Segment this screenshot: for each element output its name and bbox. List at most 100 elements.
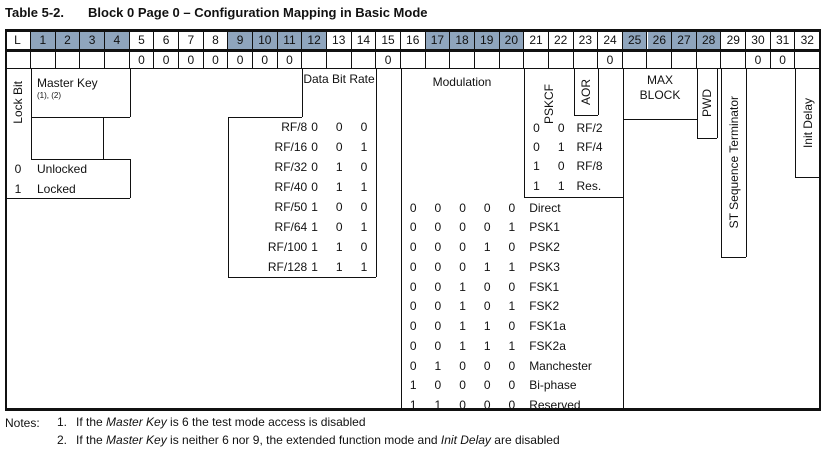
data-bit-rate-bit: 0 xyxy=(335,140,343,154)
modulation-bit: 0 xyxy=(508,378,516,393)
data-bit-rate-bit: 1 xyxy=(360,260,368,274)
data-bit-rate-bit: 1 xyxy=(311,220,318,234)
value-cell-bit-22 xyxy=(549,51,574,68)
pskcf-row-label: RF/4 xyxy=(576,140,603,155)
modulation-bit: 0 xyxy=(459,200,466,215)
data-bit-rate-row-label: RF/16 xyxy=(274,140,308,154)
header-cell-bit-13: 13 xyxy=(327,31,352,49)
value-cell-bit-18 xyxy=(450,51,475,68)
modulation-bit: 1 xyxy=(434,398,442,412)
data-bit-rate-row-label: RF/64 xyxy=(274,220,308,234)
header-cell-bit-1: 1 xyxy=(31,31,56,49)
value-cell-bit-32 xyxy=(795,51,821,68)
modulation-bit: 0 xyxy=(508,200,516,215)
grid-line xyxy=(721,68,723,257)
modulation-bit: 1 xyxy=(459,279,466,294)
header-cell-bit-19: 19 xyxy=(474,31,500,49)
value-cell-bit-28 xyxy=(697,51,722,68)
modulation-bit: 0 xyxy=(409,338,417,353)
pskcf-row-label: Res. xyxy=(576,178,602,193)
value-cell-bit-26 xyxy=(648,51,673,68)
value-cell-bit-30: 0 xyxy=(746,51,771,68)
header-cell-bit-7: 7 xyxy=(179,31,204,49)
grid-line xyxy=(228,117,303,118)
value-cell-lock xyxy=(5,51,31,68)
value-cell-bit-1 xyxy=(31,51,56,68)
data-bit-rate-bit: 0 xyxy=(311,140,318,154)
value-cell-bit-23 xyxy=(574,51,599,68)
header-cell-bit-21: 21 xyxy=(524,31,549,49)
note-number: 2. xyxy=(57,433,68,447)
note-text: Master Key xyxy=(106,415,167,429)
note-item-2: 2.If the Master Key is neither 6 nor 9, … xyxy=(57,432,560,448)
pskcf-bit: 1 xyxy=(533,159,540,174)
pskcf-bit: 0 xyxy=(533,140,540,155)
value-cell-bit-5: 0 xyxy=(130,51,155,68)
header-cell-bit-3: 3 xyxy=(80,31,105,49)
modulation-row-label: Bi-phase xyxy=(529,378,577,393)
modulation-bit: 0 xyxy=(508,279,516,294)
grid-line xyxy=(31,159,130,160)
grid-line xyxy=(696,68,698,138)
grid-line xyxy=(696,138,717,139)
modulation-bit: 0 xyxy=(434,338,442,353)
modulation-bit: 1 xyxy=(459,319,466,333)
value-cell-bit-10: 0 xyxy=(253,51,278,68)
header-cell-bit-9: 9 xyxy=(228,31,253,49)
note-text: Master Key xyxy=(106,433,167,447)
pskcf-row-label: RF/2 xyxy=(576,121,603,135)
grid-line xyxy=(5,198,130,199)
lock-legend-value: 1 xyxy=(14,181,22,196)
modulation-bit: 0 xyxy=(483,279,491,294)
header-cell-bit-11: 11 xyxy=(277,31,303,49)
modulation-row-label: Direct xyxy=(529,200,561,215)
header-cell-bit-25: 25 xyxy=(622,31,648,49)
data-bit-rate-label: Data Bit Rate xyxy=(303,72,375,86)
grid-line xyxy=(717,68,718,138)
grid-line xyxy=(31,68,32,159)
header-cell-lock: L xyxy=(5,31,31,49)
value-cell-bit-4 xyxy=(105,51,130,68)
modulation-bit: 1 xyxy=(508,259,516,274)
table-title: Block 0 Page 0 – Configuration Mapping i… xyxy=(88,5,428,20)
modulation-bit: 0 xyxy=(459,358,466,373)
data-bit-rate-bit: 1 xyxy=(335,160,343,174)
modulation-bit: 0 xyxy=(508,319,516,333)
value-cell-bit-16 xyxy=(401,51,426,68)
data-bit-rate-bit: 1 xyxy=(311,260,318,274)
data-bit-rate-bit: 0 xyxy=(335,220,343,234)
header-cell-bit-10: 10 xyxy=(252,31,278,49)
modulation-bit: 0 xyxy=(434,319,442,333)
data-bit-rate-bit: 1 xyxy=(335,180,343,194)
grid-line xyxy=(721,257,747,258)
grid-line xyxy=(31,117,130,118)
header-cell-bit-26: 26 xyxy=(647,31,673,49)
value-cell-bit-7: 0 xyxy=(179,51,204,68)
value-cell-bit-15: 0 xyxy=(376,51,401,68)
modulation-bit: 1 xyxy=(409,378,417,393)
modulation-bit: 0 xyxy=(483,398,491,412)
data-bit-rate-bit: 0 xyxy=(311,120,318,134)
modulation-bit: 0 xyxy=(483,358,491,373)
header-cell-bit-29: 29 xyxy=(721,31,747,49)
data-bit-rate-row-label: RF/128 xyxy=(267,260,308,274)
modulation-bit: 0 xyxy=(409,358,417,373)
grid-line xyxy=(795,177,819,178)
value-cell-bit-21 xyxy=(524,51,549,68)
value-cell-bit-20 xyxy=(500,51,525,68)
modulation-bit: 0 xyxy=(459,378,466,393)
header-cell-bit-18: 18 xyxy=(450,31,475,49)
modulation-row-label: PSK2 xyxy=(529,240,560,254)
modulation-bit: 1 xyxy=(409,398,417,412)
value-cell-bit-8: 0 xyxy=(204,51,229,68)
grid-line xyxy=(746,68,748,257)
grid-line xyxy=(622,68,624,408)
lock-legend-label: Locked xyxy=(37,181,76,196)
modulation-bit: 0 xyxy=(409,299,417,314)
value-cell-bit-27 xyxy=(672,51,697,68)
data-bit-rate-row-label: RF/100 xyxy=(267,240,308,254)
header-cell-bit-14: 14 xyxy=(352,31,377,49)
value-cell-bit-19 xyxy=(475,51,500,68)
modulation-bit: 0 xyxy=(508,358,516,373)
